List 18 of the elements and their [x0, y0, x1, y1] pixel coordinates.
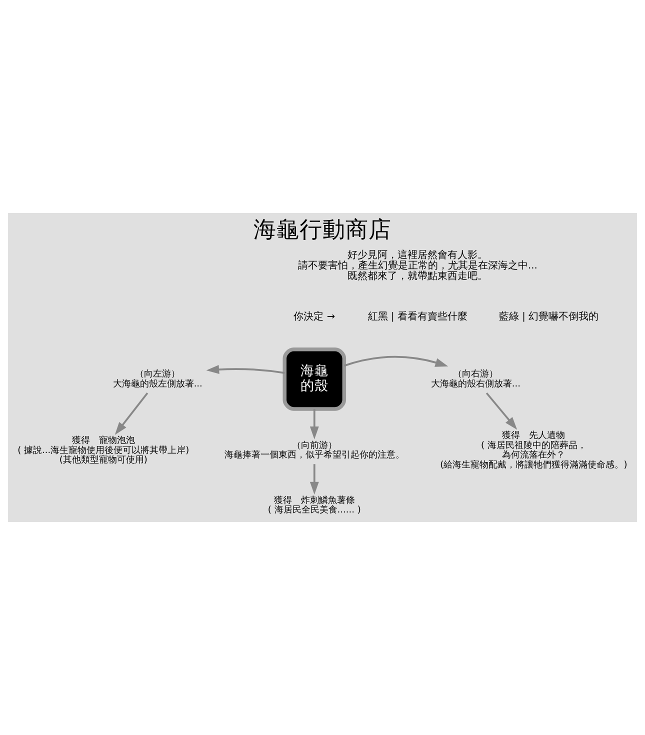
node-text: 獲得 寵物泡泡 ( 據說...海生寵物使用後便可以將其帶上岸) (其他類型寵物可使用) [18, 436, 190, 466]
node-box: 海龜的殼 [282, 348, 346, 411]
arrow [114, 392, 148, 435]
arrow [486, 392, 518, 430]
arrow [310, 464, 319, 495]
node-text: 獲得 先人遺物 ( 海居民祖陵中的陪葬品，為何流落在外？ (給海生寵物配戴，將讓牠們獲得滿滿使命感。) [440, 431, 628, 470]
arrow [206, 365, 285, 374]
label: 你決定 → [294, 312, 336, 323]
arrow [344, 356, 448, 367]
label: 藍綠 | 幻覺嚇不倒我的 [499, 312, 599, 323]
label: 紅黑 | 看看有賣些什麼 [368, 312, 468, 323]
node-text: 獲得 炸刺鱗魚薯條 ( 海居民全民美食...... ) [268, 496, 361, 516]
label: 好少見阿，這裡居然會有人影。請不要害怕，產生幻覺是正常的，尤其是在深海之中...既然都來了，就帶點東西走吧。 [298, 250, 538, 282]
arrow [310, 409, 319, 440]
node-text: （向右游） 大海龜的殼右側放著... [430, 370, 520, 390]
diagram-title: 海龜行動商店 [254, 217, 392, 244]
node-text: （向左游） 大海龜的殼左側放著... [112, 370, 202, 390]
node-text: （向前游） 海龜捧著一個東西，似乎希望引起你的注意。 [224, 440, 404, 461]
